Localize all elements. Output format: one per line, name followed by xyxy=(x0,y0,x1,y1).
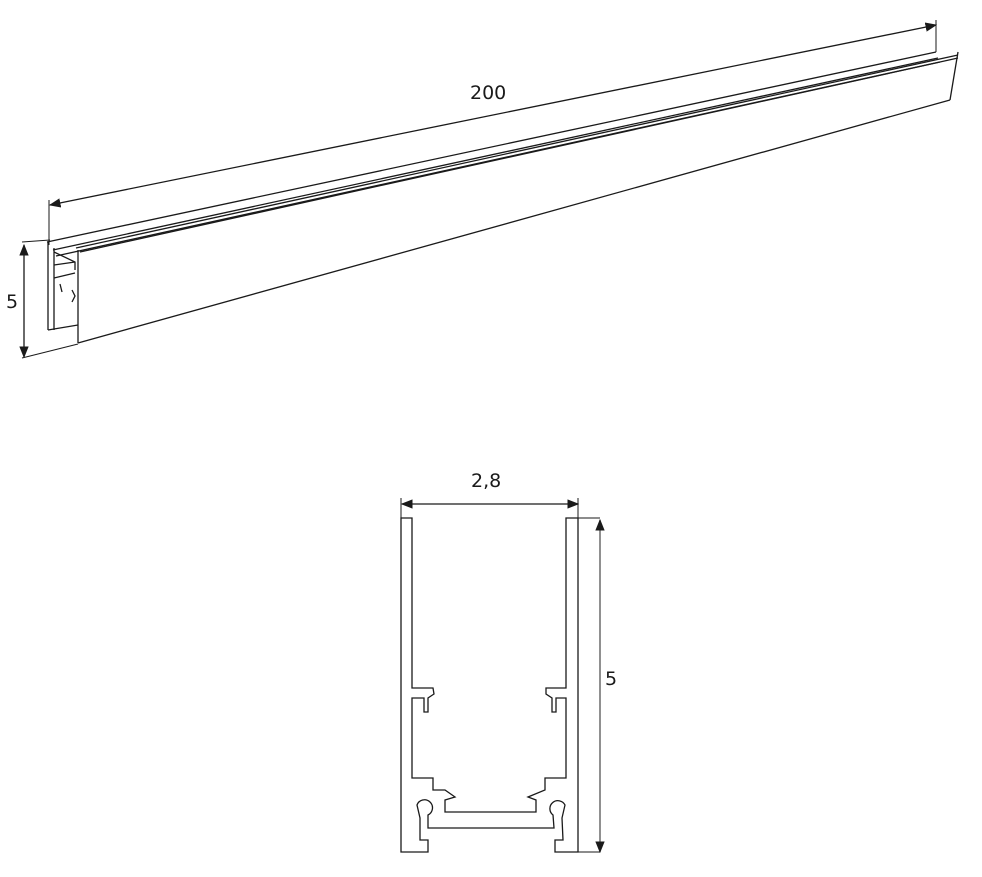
length-label: 200 xyxy=(470,82,507,104)
section-height-label: 5 xyxy=(605,668,618,690)
isometric-outline xyxy=(19,20,959,359)
section-width-label: 2,8 xyxy=(471,470,502,492)
cross-section-outline xyxy=(400,498,605,854)
length-dimension-arrow xyxy=(48,22,938,208)
iso-height-label: 5 xyxy=(6,291,19,313)
